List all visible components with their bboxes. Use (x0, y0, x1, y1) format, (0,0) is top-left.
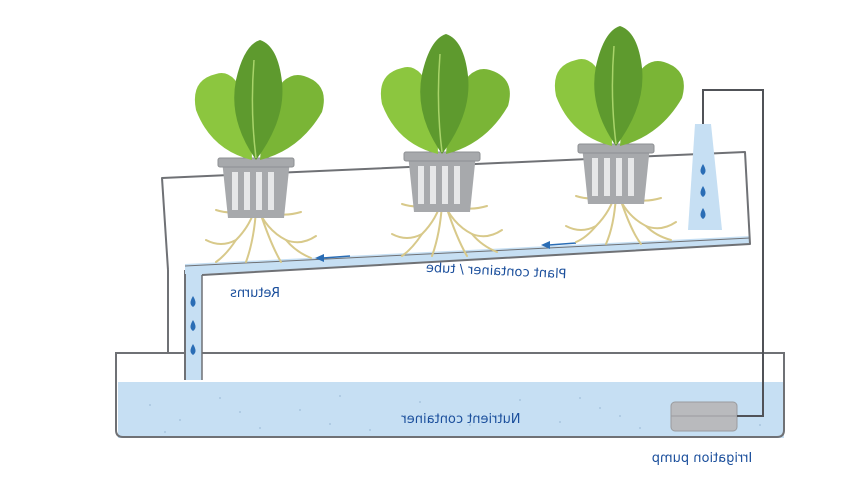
plant-right (554, 26, 684, 245)
plant-container-outline (161, 151, 751, 276)
drop-icon (700, 186, 706, 197)
leaves (194, 40, 324, 160)
label-irrigation-pump: Irrigation pump (652, 451, 753, 466)
leaves (380, 34, 510, 154)
label-plant-container: Plant container / tube (426, 261, 567, 282)
return-pipe (184, 270, 203, 380)
net-pot (403, 151, 481, 212)
flow-arrow (315, 254, 351, 262)
plant-middle (380, 34, 510, 257)
flow-arrow (541, 241, 577, 249)
drop-icon (190, 344, 196, 355)
drop-icon (700, 164, 706, 175)
drop-icon (700, 208, 706, 219)
irrigation-pump (670, 401, 738, 432)
drop-icon (190, 320, 196, 331)
net-pot (577, 143, 655, 204)
inlet-stream (688, 124, 722, 230)
label-returns: Returns (230, 286, 280, 301)
leaves (554, 26, 684, 146)
nutrient-speckle (149, 395, 761, 433)
nutrient-container-outline (115, 352, 785, 438)
plant-left (194, 40, 324, 263)
drop-icon (190, 296, 196, 307)
label-nutrient-container: Nutrient container (401, 412, 521, 427)
irrigation-hose (702, 89, 764, 417)
net-pot (217, 157, 295, 218)
